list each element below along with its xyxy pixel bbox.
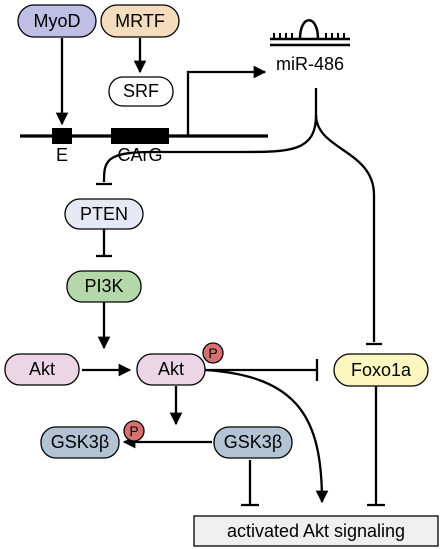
pi3k-node: PI3K [66, 270, 142, 303]
gsk3b-phospho-badge [123, 420, 145, 442]
mrtf-node: MRTF [100, 4, 180, 38]
e-box-label: E [56, 145, 68, 165]
akt-inactive-label: Akt [29, 359, 55, 379]
myod-label: MyoD [33, 11, 80, 31]
gsk3b-phospho-badge-label: P [129, 423, 138, 439]
carg-box-element [111, 128, 169, 144]
output-box: activated Akt signaling [193, 515, 439, 547]
srf-node: SRF [108, 76, 174, 107]
gsk3b-label: GSK3β [224, 432, 282, 452]
e-box-element [52, 128, 72, 144]
gsk3b-phospho-label: GSK3β [51, 432, 109, 452]
pi3k-label: PI3K [84, 276, 123, 296]
foxo1a-node: Foxo1a [333, 353, 429, 387]
output-label: activated Akt signaling [227, 521, 405, 541]
mirna-hairpin-icon [270, 19, 350, 47]
mirna-label: miR-486 [276, 54, 344, 74]
akt-phospho-badge [202, 342, 224, 364]
mrtf-label: MRTF [115, 11, 165, 31]
carg-box-label: CArG [118, 145, 163, 165]
transcription-arrow [186, 65, 267, 136]
gsk3b-node: GSK3β [213, 426, 293, 459]
mir486-to-foxo1a-path [314, 114, 376, 342]
pten-node: PTEN [64, 198, 144, 230]
akt-to-output-arrow [204, 368, 329, 504]
akt-active-label: Akt [158, 359, 184, 379]
srf-label: SRF [123, 81, 159, 101]
mir486-to-pten-path [102, 88, 318, 183]
akt-active-node: Akt P [136, 342, 224, 386]
pten-label: PTEN [80, 204, 128, 224]
myod-node: MyoD [17, 4, 97, 38]
gsk3b-phospho-node: GSK3β P [40, 420, 145, 459]
foxo1a-label: Foxo1a [351, 360, 412, 380]
akt-inactive-node: Akt [4, 353, 80, 386]
akt-phospho-label: P [208, 345, 217, 361]
